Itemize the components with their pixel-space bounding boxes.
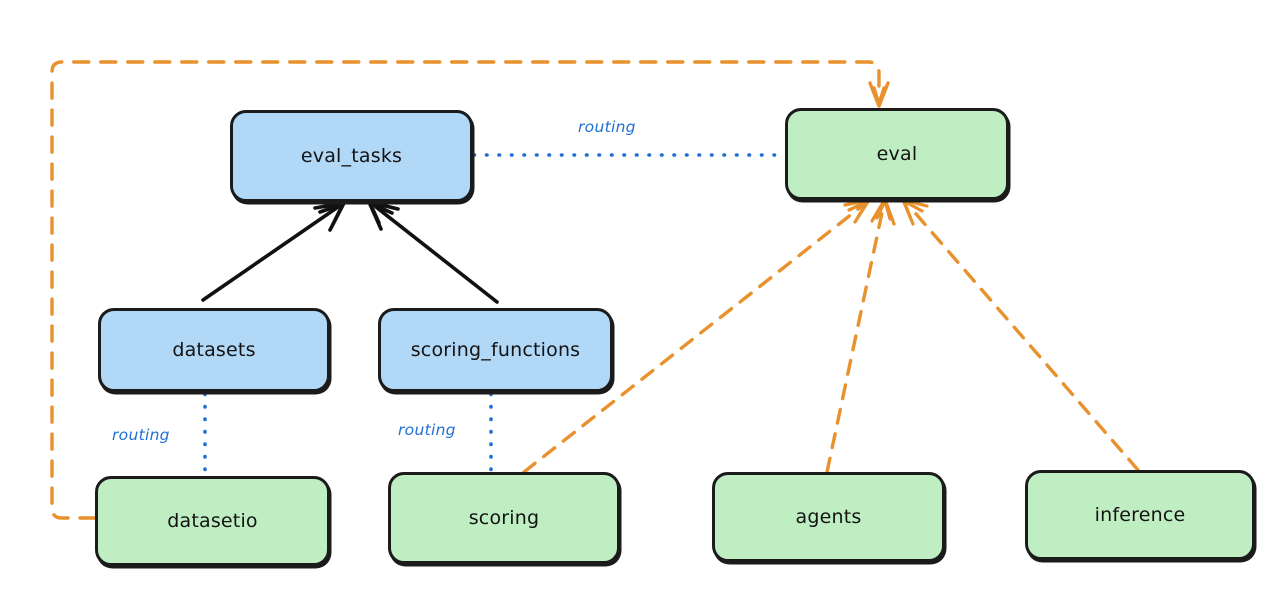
node-datasets[interactable]: datasets — [98, 308, 330, 392]
edge-label-routing-eval-tasks: routing — [578, 118, 636, 136]
edge-label-routing-datasets: routing — [112, 426, 170, 444]
edge-scoring-eval — [522, 198, 871, 474]
node-datasets-label: datasets — [172, 338, 256, 361]
node-datasetio[interactable]: datasetio — [95, 476, 330, 566]
node-inference-label: inference — [1094, 503, 1186, 526]
node-eval-tasks-label: eval_tasks — [300, 144, 403, 167]
edge-datasets-eval-tasks — [201, 201, 346, 302]
edge-inference-eval — [901, 198, 1140, 472]
node-agents-label: agents — [795, 505, 862, 528]
node-eval[interactable]: eval — [785, 108, 1009, 200]
node-eval-label: eval — [876, 142, 918, 165]
node-datasetio-label: datasetio — [167, 509, 258, 532]
node-scoring[interactable]: scoring — [388, 472, 620, 564]
edge-datasetio-eval — [50, 60, 890, 520]
node-agents[interactable]: agents — [712, 472, 945, 562]
node-inference[interactable]: inference — [1025, 470, 1255, 560]
node-scoring-functions[interactable]: scoring_functions — [378, 308, 613, 392]
edge-label-routing-scoring-functions: routing — [398, 421, 456, 439]
node-scoring-functions-label: scoring_functions — [410, 338, 581, 361]
node-scoring-label: scoring — [468, 506, 540, 529]
edge-agents-eval — [825, 197, 896, 474]
node-eval-tasks[interactable]: eval_tasks — [230, 110, 473, 202]
edge-scoring-functions-eval-tasks — [367, 200, 499, 304]
